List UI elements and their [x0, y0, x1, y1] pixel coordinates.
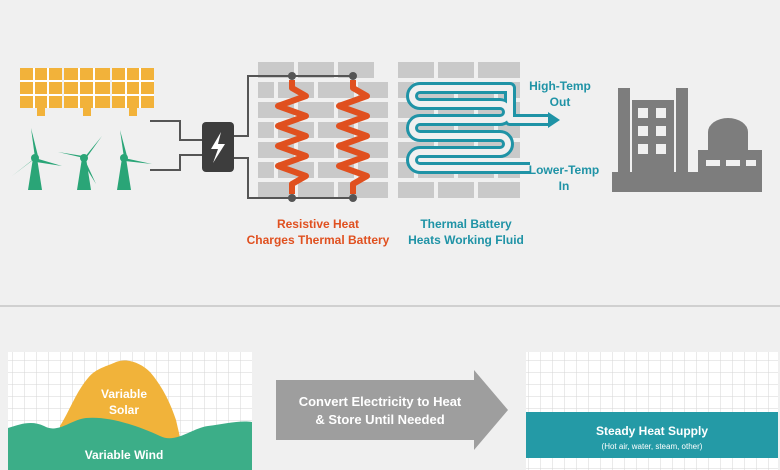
steady-supply-panel: Steady Heat Supply (Hot air, water, stea…	[526, 352, 778, 470]
high-temp-label-out: Out	[550, 95, 571, 109]
thermal-battery-label-2: Heats Working Fluid	[408, 233, 524, 247]
wind-turbine-icon	[12, 128, 152, 190]
heater-coil-2	[336, 80, 370, 194]
circuit-nodes	[288, 72, 357, 202]
variable-solar-label-2: Solar	[109, 403, 139, 417]
fluid-pipe-icon	[406, 82, 560, 174]
wind-turbine-1	[12, 128, 62, 190]
thermal-battery-label: Thermal Battery	[420, 217, 512, 231]
variable-supply-panel: Variable Solar Variable Wind	[8, 352, 252, 470]
resistive-heat-label-2: Charges Thermal Battery	[247, 233, 390, 247]
resistive-heat-label: Resistive Heat	[277, 217, 359, 231]
convert-label-2: & Store Until Needed	[315, 412, 444, 427]
variable-wind-label: Variable Wind	[85, 448, 164, 462]
heater-coil-1	[275, 80, 309, 194]
factory-icon	[612, 88, 762, 192]
low-temp-label-in: In	[559, 179, 570, 193]
low-temp-label: Lower-Temp	[529, 163, 599, 177]
power-wires	[150, 120, 202, 171]
solar-panel-icon	[20, 68, 154, 116]
heater-coil-icon	[275, 80, 370, 194]
steady-heat-bar	[526, 412, 778, 458]
lightning-bolt-icon	[202, 122, 234, 172]
wind-turbine-3	[104, 130, 152, 190]
convert-arrow: Convert Electricity to Heat & Store Unti…	[276, 370, 508, 450]
variable-solar-label: Variable	[101, 387, 147, 401]
wind-turbine-2	[58, 136, 102, 190]
convert-label: Convert Electricity to Heat	[299, 394, 462, 409]
variable-wind-area	[8, 417, 252, 470]
steady-heat-sub: (Hot air, water, steam, other)	[602, 442, 703, 451]
steady-heat-label: Steady Heat Supply	[596, 424, 708, 438]
solar-panel-3	[112, 68, 154, 116]
solar-panel-1	[20, 68, 62, 116]
high-temp-label: High-Temp	[529, 79, 591, 93]
solar-panel-2	[64, 68, 110, 116]
heater-circuit	[234, 75, 354, 199]
